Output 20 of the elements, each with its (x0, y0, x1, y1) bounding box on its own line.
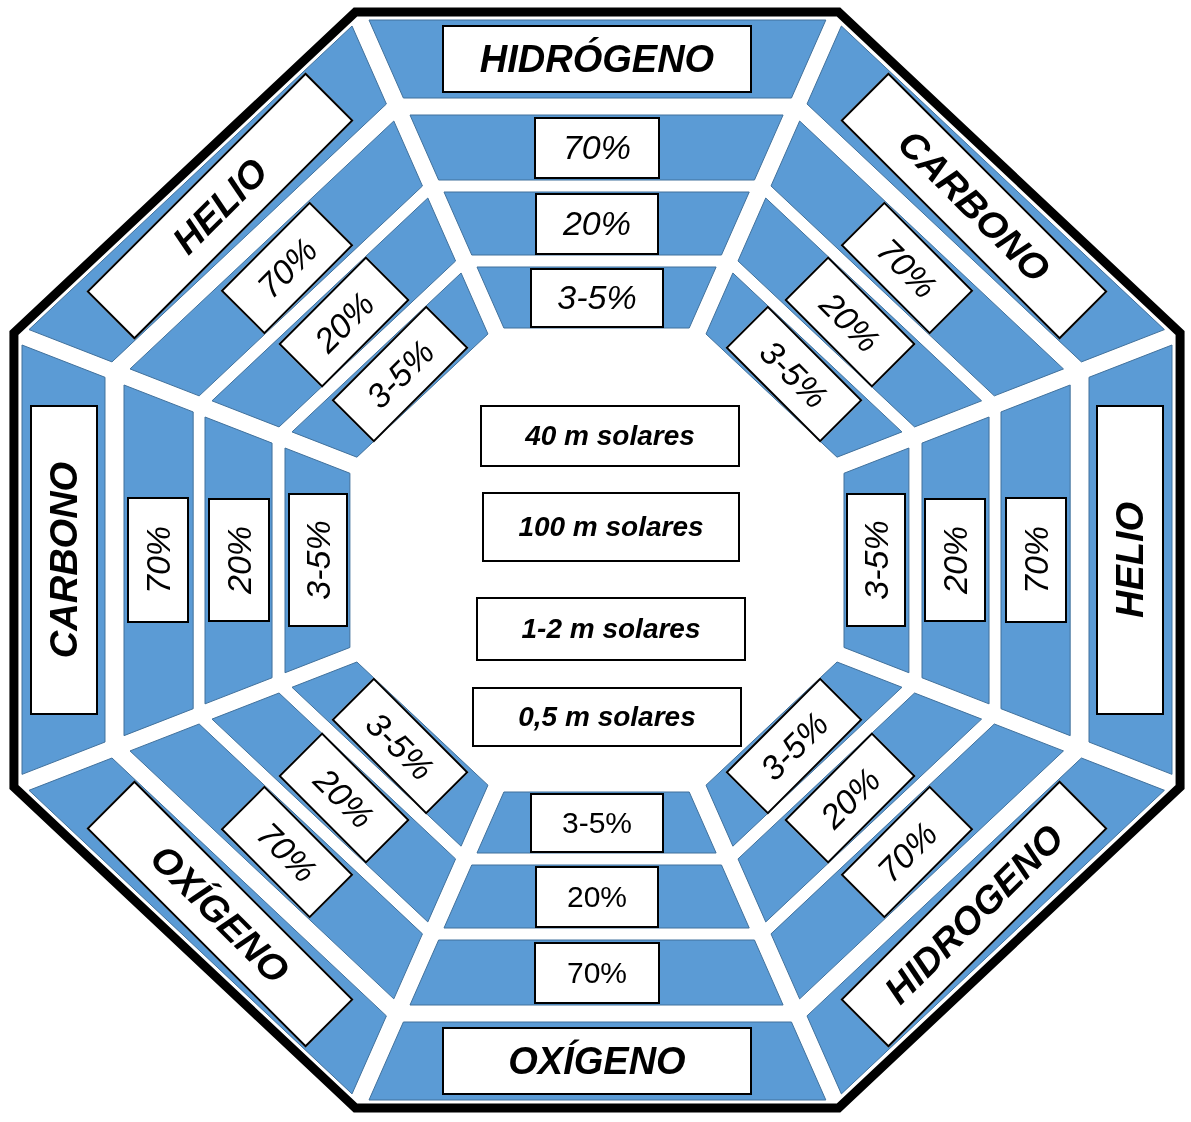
element-label: HIDRÓGENO (442, 25, 752, 93)
percentage-label: 3-5% (530, 267, 664, 328)
percentage-label: 20% (207, 498, 270, 622)
percentage-label: 70% (1004, 497, 1067, 623)
percentage-label: 3-5% (846, 493, 907, 627)
percentage-label: 70% (127, 497, 190, 623)
percentage-label: 20% (535, 865, 659, 928)
element-label: OXÍGENO (442, 1027, 752, 1095)
percentage-label: 3-5% (530, 792, 664, 853)
percentage-label: 70% (534, 941, 660, 1004)
element-label: CARBONO (29, 405, 98, 715)
percentage-label: 70% (534, 116, 660, 179)
mass-label: 0,5 m solares (472, 687, 742, 747)
mass-label: 1-2 m solares (476, 597, 746, 661)
mass-label: 40 m solares (480, 405, 740, 467)
percentage-label: 20% (535, 192, 659, 255)
element-label: HELIO (1096, 405, 1165, 715)
percentage-label: 20% (924, 498, 987, 622)
percentage-label: 3-5% (287, 493, 348, 627)
mass-label: 100 m solares (482, 492, 740, 562)
